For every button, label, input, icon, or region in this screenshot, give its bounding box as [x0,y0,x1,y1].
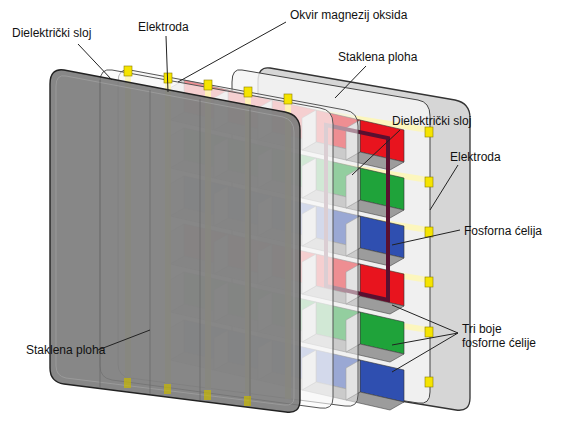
part-label: Elektroda [138,20,189,34]
front-glass-plate [50,70,300,412]
part-label: Dielektrički sloj [392,114,471,128]
part-label: Dielektrički sloj [12,26,91,40]
front-tabs [124,378,251,406]
part-label: Tri boje fosforne ćelije [462,322,544,350]
part-label: Staklena ploha [26,343,105,357]
leader-lines [78,22,460,372]
front-grid [100,80,250,406]
part-label: Fosforna ćelija [464,224,542,238]
part-label: Elektroda [450,150,501,164]
part-label: Okvir magnezij oksida [290,8,407,22]
part-label: Staklena ploha [338,50,417,64]
